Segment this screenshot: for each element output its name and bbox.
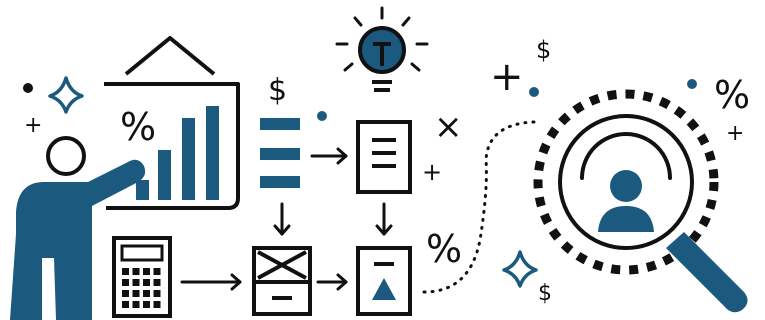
percent-sign: % — [426, 227, 462, 271]
calculator-key — [143, 301, 150, 308]
dollar-sign: $ — [268, 73, 287, 108]
plus-sign: + — [422, 158, 442, 186]
user-icon — [598, 170, 654, 232]
archive-box-icon — [252, 246, 312, 316]
dollar-sign: $ — [536, 36, 551, 64]
calculator-key — [132, 301, 140, 308]
percent-sign: % — [714, 73, 750, 117]
calculator-key — [122, 268, 129, 275]
magnifying-glass-icon — [533, 89, 748, 313]
calculator-key — [153, 301, 161, 308]
calculator-key — [143, 279, 150, 286]
calculator-key — [132, 279, 140, 286]
bullet-list-icon — [260, 118, 300, 188]
calculator-key — [153, 290, 161, 297]
plus-sign: + — [24, 113, 42, 138]
calculator-key — [122, 290, 129, 297]
calculator-key — [122, 301, 129, 308]
calculator-key — [143, 268, 150, 275]
lightbulb-icon — [335, 6, 429, 92]
easel-icon — [104, 36, 240, 210]
presenter-icon — [10, 136, 146, 320]
calculator-key — [122, 279, 129, 286]
calculator-key — [153, 279, 161, 286]
dollar-sign: $ — [538, 281, 552, 306]
times-sign: × — [434, 107, 463, 147]
calculator-icon — [112, 236, 172, 318]
percent-sign: % — [120, 105, 156, 149]
calculator-key — [153, 268, 161, 275]
calculator-key — [132, 268, 140, 275]
bar-chart-icon — [136, 106, 219, 200]
dot-decoration — [23, 79, 697, 121]
arrow-icon — [180, 147, 393, 291]
calculator-key — [132, 290, 140, 297]
calculator-key — [143, 290, 150, 297]
plus-sign: + — [490, 54, 524, 100]
sparkle-icon — [48, 76, 538, 288]
upload-document-icon — [356, 246, 412, 316]
document-icon — [356, 120, 412, 194]
plus-sign: + — [726, 121, 744, 146]
